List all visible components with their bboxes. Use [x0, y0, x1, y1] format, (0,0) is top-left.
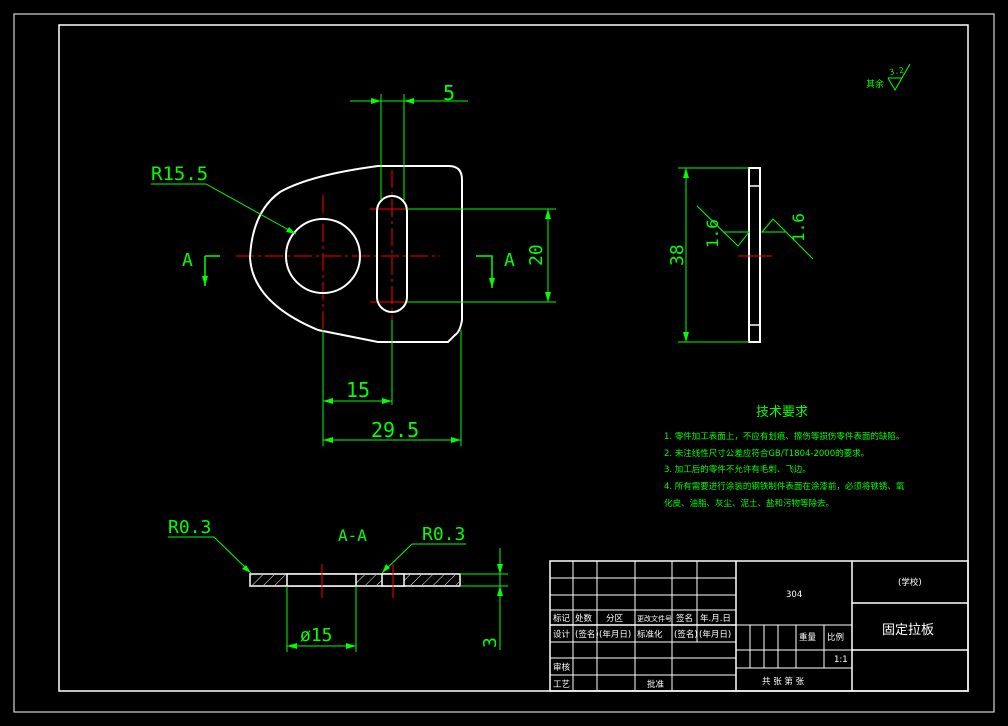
dim-hole-diameter: ø15 — [300, 625, 333, 646]
tb-weight: 重量 — [799, 632, 817, 643]
general-roughness-note: 其余 3.2 — [866, 63, 911, 91]
technical-requirements: 技术要求 1. 零件加工表面上，不应有划痕、擦伤等损伤零件表面的缺陷。 2. 未… — [664, 405, 905, 509]
arrowhead — [404, 98, 414, 104]
arrowhead — [202, 276, 208, 286]
section-title: A-A — [338, 526, 367, 545]
tb-approve: 批准 — [647, 679, 665, 690]
arrowhead — [497, 586, 503, 596]
section-hatch-mid — [356, 575, 382, 585]
dim-slot-offset: 5 — [443, 81, 455, 105]
roughness-note-value: 3.2 — [889, 66, 905, 77]
arrowhead — [545, 209, 551, 219]
tb-label-date: 年.月.日 — [700, 613, 731, 624]
title-block-text: 标记 处数 分区 更改文件号 签名 年.月.日 设计 (签名) (年月日) 标准… — [553, 577, 934, 690]
tb-label-sign: 签名 — [676, 613, 693, 624]
side-profile — [748, 167, 761, 343]
tb-design: 设计 — [553, 629, 571, 640]
mounting-hole — [285, 218, 361, 294]
side-view: 38 1.6 1.6 — [667, 167, 814, 343]
leader-line — [205, 183, 297, 235]
tech-req-item: 3. 加工后的零件不允许有毛刺、飞边。 — [664, 464, 811, 475]
section-cut-right — [476, 255, 493, 288]
outer-border — [13, 13, 995, 713]
tb-standardization: 标准化 — [637, 629, 663, 640]
inner-border — [58, 24, 969, 692]
arrowhead — [683, 168, 689, 178]
dim-fillet-left: R0.3 — [168, 517, 211, 538]
section-cut-left — [204, 255, 220, 286]
tb-date: (年月日) — [599, 629, 631, 640]
arrowhead — [242, 565, 251, 573]
dim-radius: R15.5 — [151, 163, 208, 185]
section-mark-left: A — [182, 250, 193, 271]
tech-req-item: 4. 所有需要进行涂装的钢铁制件表面在涂漆前，必须将铁锈、氧 — [664, 481, 905, 492]
dim-slot-length: 20 — [526, 244, 547, 266]
tech-req-item: 1. 零件加工表面上，不应有划痕、擦伤等损伤零件表面的缺陷。 — [664, 431, 904, 442]
plate-outline — [248, 165, 463, 343]
arrowhead — [497, 564, 503, 574]
arrowhead — [545, 292, 551, 302]
arrowhead — [451, 437, 461, 443]
arrowhead — [346, 643, 356, 649]
arrowhead — [287, 643, 297, 649]
arrowhead — [382, 564, 390, 573]
tb-signed: (签名) — [575, 629, 599, 640]
arrowhead — [489, 278, 495, 288]
tb-material: 304 — [786, 590, 802, 600]
tb-label-mark: 标记 — [553, 613, 571, 624]
tb-signed2: (签名) — [674, 629, 698, 640]
roughness-symbol-right — [760, 218, 814, 260]
arrowhead — [382, 398, 392, 404]
dim-height: 38 — [667, 244, 688, 266]
tb-label-count: 处数 — [575, 613, 593, 624]
tb-review: 审核 — [553, 662, 571, 673]
tb-label-zone: 分区 — [606, 614, 624, 624]
section-view: A-A R0.3 R0.3 ø15 3 — [168, 517, 508, 652]
dim-hole-offset: 15 — [346, 378, 370, 402]
slot — [376, 195, 408, 313]
tb-scale-value: 1:1 — [834, 655, 848, 665]
tech-req-item: 2. 未注线性尺寸公差应符合GB/T1804-2000的要求。 — [664, 448, 869, 459]
arrowhead — [323, 398, 333, 404]
dim-fillet-right: R0.3 — [422, 524, 465, 545]
arrowhead — [323, 437, 333, 443]
arrowhead — [286, 227, 296, 234]
tb-school: (学校) — [898, 577, 922, 588]
tb-label-change-doc: 更改文件号 — [637, 614, 672, 623]
roughness-left: 1.6 — [703, 219, 722, 248]
section-hatch-right — [404, 575, 459, 585]
tech-req-title: 技术要求 — [756, 405, 808, 420]
tb-part-name: 固定拉板 — [882, 623, 934, 638]
arrowhead — [683, 332, 689, 342]
roughness-note-symbol — [887, 63, 911, 91]
tb-sheets: 共 张 第 张 — [762, 676, 805, 687]
section-mark-right: A — [504, 250, 515, 271]
main-view: 5 R15.5 20 15 29.5 A A — [151, 81, 556, 446]
dim-overall-length: 29.5 — [371, 418, 419, 442]
roughness-right: 1.6 — [789, 213, 808, 242]
arrowhead — [371, 98, 381, 104]
section-hatch-left — [251, 575, 287, 585]
roughness-symbol-left — [696, 205, 751, 247]
tb-date2: (年月日) — [699, 629, 731, 640]
tb-scale: 比例 — [827, 632, 844, 643]
roughness-note-label: 其余 — [866, 78, 884, 90]
tb-process: 工艺 — [553, 680, 570, 690]
title-block — [549, 560, 969, 692]
dim-thickness: 3 — [480, 637, 501, 648]
tech-req-item: 化皮、油脂、灰尘、泥土、盐和污物等除去。 — [664, 498, 834, 509]
